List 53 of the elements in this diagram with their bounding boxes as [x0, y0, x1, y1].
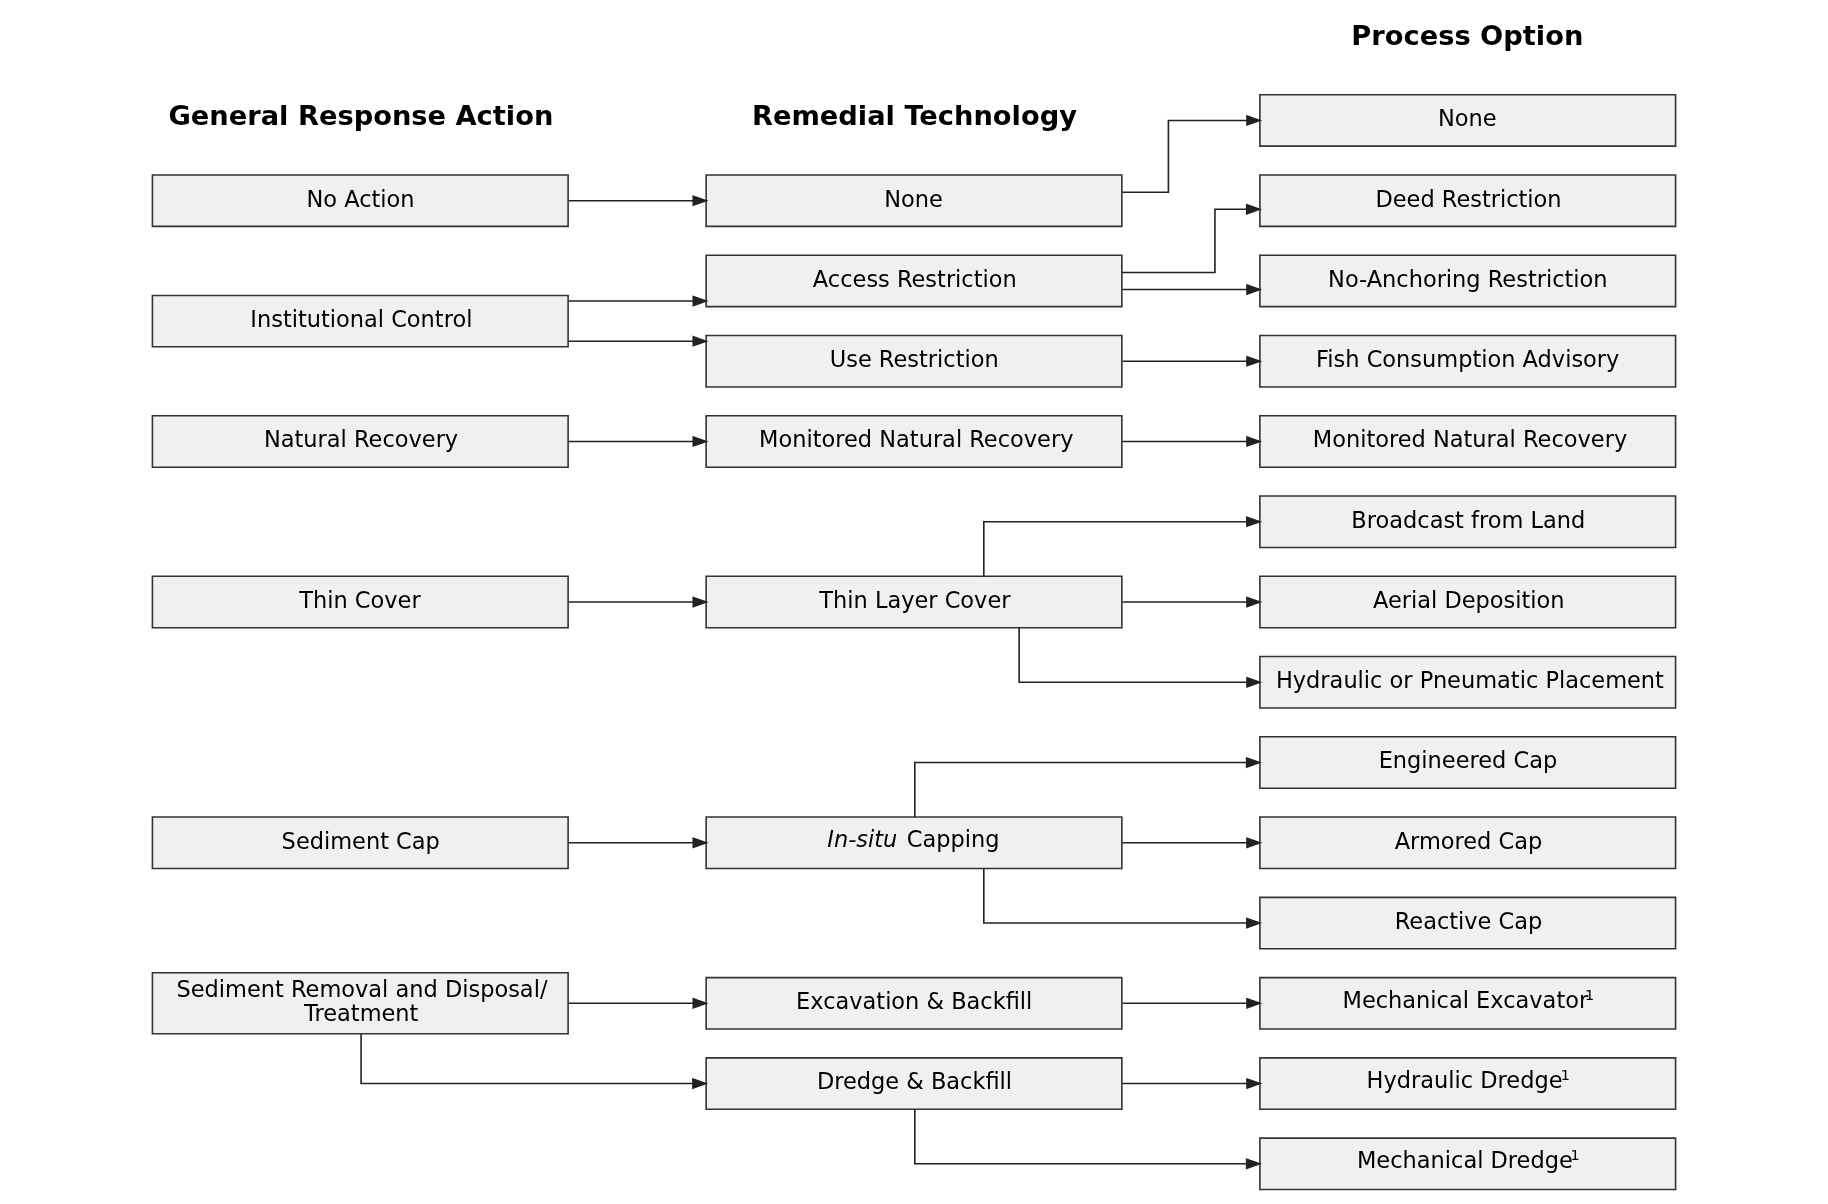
arrow	[1018, 627, 1263, 688]
arrow	[568, 997, 709, 1009]
arrow	[568, 195, 709, 207]
arrow	[1121, 837, 1263, 849]
node-box: None	[705, 174, 1123, 228]
node-box: Monitored Natural Recovery	[1259, 415, 1677, 468]
arrow	[1121, 1077, 1263, 1090]
node-box: No Action	[151, 174, 569, 228]
node-box: Armored Cap	[1259, 816, 1677, 870]
node-box: Aerial Deposition	[1259, 575, 1677, 629]
arrow	[1121, 596, 1263, 608]
node-box: In-situ Capping	[705, 816, 1123, 870]
arrow	[1121, 355, 1263, 367]
arrow	[1121, 114, 1263, 193]
node-box: Mechanical Excavator$^{1}$	[1259, 976, 1677, 1030]
node-box: Monitored Natural Recovery	[705, 415, 1123, 468]
label: General Response Action	[168, 100, 554, 132]
arrow	[1121, 283, 1263, 296]
arrow	[360, 1033, 709, 1090]
node-box: Mechanical Dredge$^{1}$	[1259, 1137, 1677, 1191]
node-box: Excavation & Backfill	[705, 976, 1123, 1030]
node-box: Fish Consumption Advisory	[1259, 334, 1677, 388]
node-box: Hydraulic Dredge$^{1}$	[1259, 1057, 1677, 1110]
arrow	[1121, 203, 1262, 274]
node-box: None	[1259, 94, 1677, 147]
arrow	[983, 867, 1263, 929]
arrow	[568, 335, 709, 347]
node-box: Reactive Cap	[1259, 896, 1677, 950]
arrow	[568, 435, 709, 448]
node-box: Sediment Removal and Disposal/ Treatment	[151, 971, 569, 1035]
arrow	[983, 516, 1263, 577]
arrow	[914, 1108, 1262, 1170]
node-box: Access Restriction	[705, 254, 1123, 308]
node-box: Dredge & Backfill	[705, 1057, 1123, 1110]
label: Remedial Technology	[751, 100, 1077, 132]
arrow	[914, 756, 1262, 818]
node-box: No-Anchoring Restriction	[1259, 254, 1677, 308]
node-box: Natural Recovery	[151, 415, 569, 468]
node-box: Engineered Cap	[1259, 736, 1677, 789]
arrow	[568, 596, 709, 608]
node-box: Deed Restriction	[1259, 174, 1677, 228]
arrow	[568, 295, 709, 307]
node-box: Thin Layer Cover	[705, 575, 1123, 629]
node-box: Broadcast from Land	[1259, 495, 1677, 549]
node-box: Hydraulic or Pneumatic Placement	[1259, 655, 1677, 709]
node-box: Institutional Control	[151, 294, 569, 348]
label: Process Option	[1351, 20, 1584, 52]
arrow	[1121, 997, 1263, 1009]
node-box: Use Restriction	[705, 334, 1123, 388]
node-box: Thin Cover	[151, 575, 569, 629]
arrow	[1121, 435, 1263, 448]
arrow	[568, 837, 709, 849]
node-box: Sediment Cap	[151, 816, 569, 870]
